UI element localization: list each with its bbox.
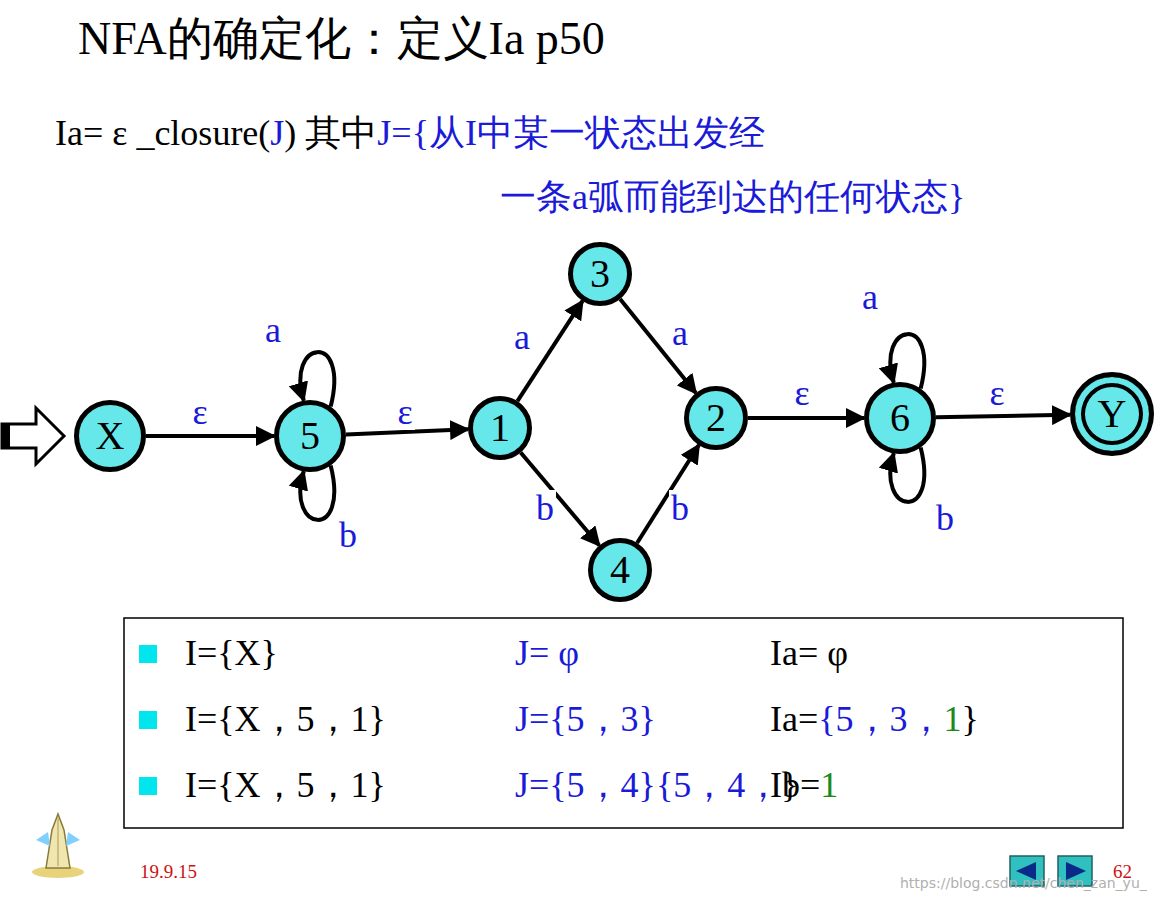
watermark: https://blog.csdn.net/chen_zan_yu_ [900,876,1147,891]
transition-label: b [534,490,556,526]
state-name: 5 [300,416,320,456]
transition-label: a [860,279,880,315]
state-circle: 3 [568,242,632,306]
table-cell: I={X，5，1} [185,766,386,806]
transition-label: a [263,312,283,348]
transition-label: ε [792,375,811,411]
table-cell: I={X} [185,634,278,674]
definition-text: J [270,114,284,154]
accept-state: Y [1070,372,1154,456]
bullet [139,711,157,729]
transition-label: b [337,517,359,553]
table-cell: J={5，3} [515,700,656,740]
state-name: 6 [890,398,910,438]
state-circle: 5 [274,400,346,472]
self-loop [300,465,334,519]
transition-label: b [934,500,956,536]
transition-arrow [620,299,696,393]
table-cell: {5，3， [818,700,943,740]
state-circle: 1 [468,396,532,460]
self-loop [300,352,334,406]
table-cell: 1 [944,700,962,740]
state-name: X [96,416,125,456]
state-name: 3 [590,254,610,294]
transition-arrow [146,434,274,438]
state-circle: 4 [588,538,652,602]
state-circle: 2 [684,386,748,450]
transition-label: a [512,319,532,355]
table-frame [124,618,1123,828]
bullet [139,645,157,663]
table-cell: Ia= φ [770,634,848,674]
monument-icon [32,814,84,878]
state-name: 1 [490,408,510,448]
table-cell: {5，4， [656,766,781,806]
transition-arrow [346,429,468,434]
state-circle: 6 [864,382,936,454]
state-name: 4 [610,550,630,590]
transition-label: b [669,490,691,526]
state-circle: X [74,400,146,472]
table-cell: J= φ [515,634,579,674]
state-name: 2 [706,398,726,438]
self-loop [890,334,924,388]
bullet [139,777,157,795]
table-cell: Ia= [770,700,818,740]
state-name: Y [1098,394,1127,434]
transition-arrow [748,416,864,420]
definition-text: ) 其中 [284,114,377,154]
transition-label: a [670,315,690,351]
transition-label: ε [190,394,209,430]
transition-arrow [936,415,1070,418]
transition-label: ε [987,375,1006,411]
table-cell: } [781,766,798,806]
definition-text: J={从I中某一状态出发经 [377,114,765,154]
transition-arrow [637,445,699,543]
table-cell: J={5，4} [515,766,656,806]
table-cell: I={X，5，1} [185,700,386,740]
start-arrow-base [2,424,10,448]
transition-label: ε [395,394,414,430]
title: NFA的确定化：定义Ia p50 [78,14,605,65]
footer-text: 19.9.15 [140,862,197,883]
definition-text: 一条a弧而能到达的任何状态} [500,178,965,218]
definition-text: Ia= ε _closure( [55,114,270,154]
start-arrow [2,408,64,464]
transition-arrow [521,452,600,545]
self-loop [890,447,924,501]
table-cell: } [962,700,979,740]
table-cell: 1 [820,766,838,806]
